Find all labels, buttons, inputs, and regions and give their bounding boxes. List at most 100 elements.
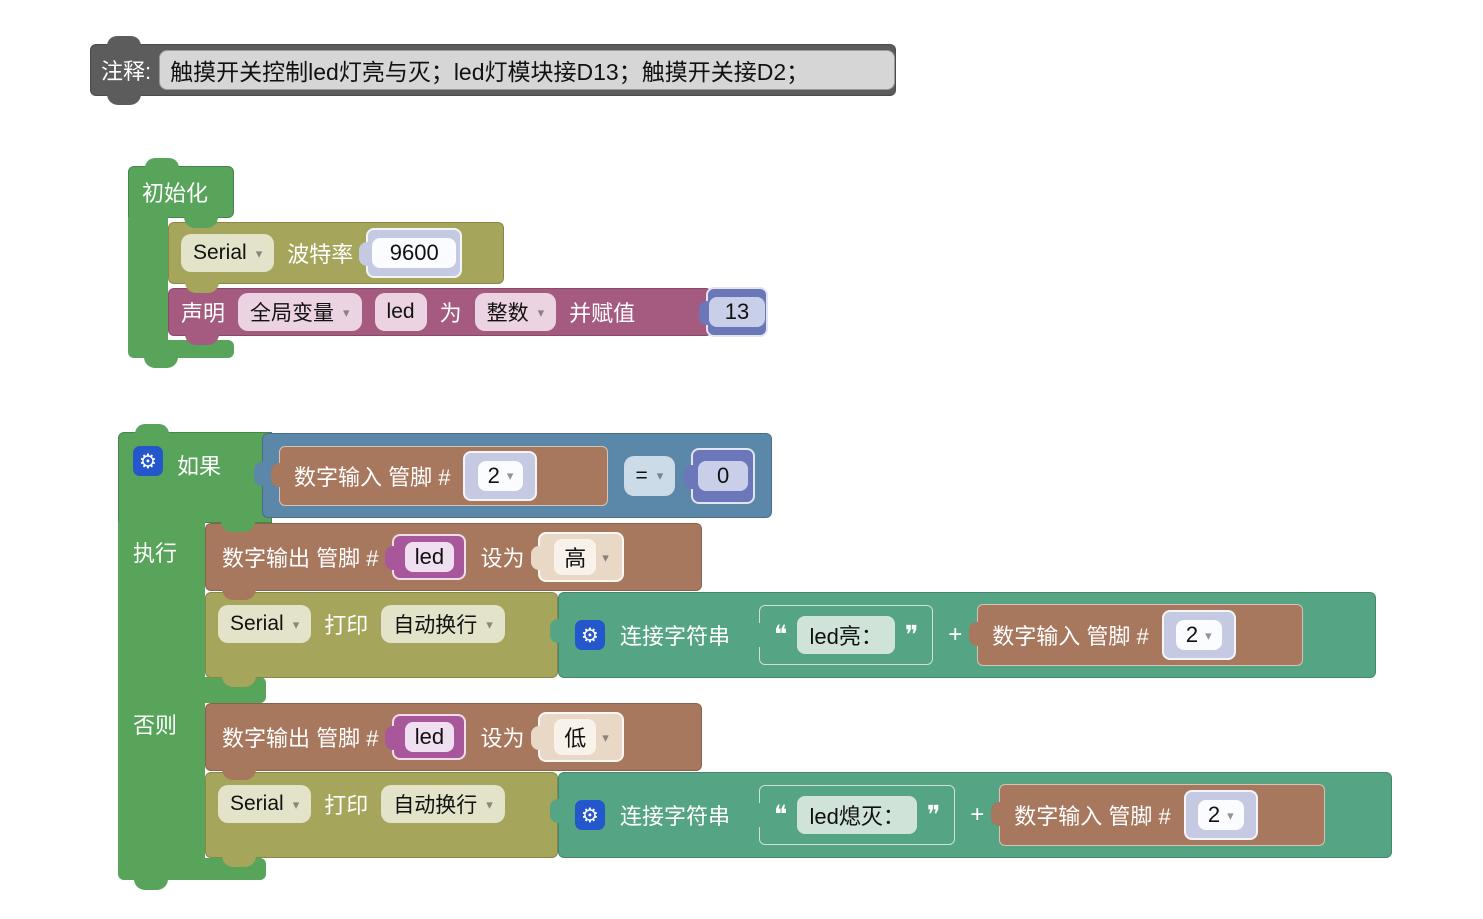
level-dropdown-block[interactable]: 高 ▾	[531, 532, 625, 582]
digital-read-block[interactable]: 数字输入 管脚 # 2 ▾	[991, 784, 1326, 846]
setup-block-header[interactable]: 初始化	[128, 158, 234, 218]
mutator-gear-icon[interactable]: ⚙	[133, 446, 163, 476]
output-connector	[751, 623, 762, 647]
string-block[interactable]: ❝ led熄灭： ❞	[751, 785, 956, 845]
baud-label: 波特率	[287, 242, 354, 267]
setup-title: 初始化	[142, 181, 209, 206]
serial-print-block[interactable]: Serial ▾ 打印 自动换行 ▾	[205, 772, 558, 867]
pin-dropdown-block[interactable]: 2 ▾	[463, 450, 538, 501]
serial-port-dropdown[interactable]: Serial ▾	[181, 234, 275, 272]
else-label: 否则	[133, 713, 178, 738]
digital-read-block[interactable]: 数字输入 管脚 # 2 ▾	[271, 445, 608, 506]
plus-label: +	[948, 621, 963, 648]
close-quote-icon: ❞	[904, 620, 919, 649]
output-connector	[531, 726, 542, 750]
variable-block[interactable]: led	[385, 714, 467, 760]
digital-read-label: 数字输入 管脚 #	[992, 624, 1149, 649]
dropdown-arrow-icon: ▾	[602, 549, 609, 565]
comment-block[interactable]: 注释: 触摸开关控制led灯亮与灭；led灯模块接D13；触摸开关接D2；	[90, 36, 896, 105]
assign-value-number-block[interactable]: 13	[699, 287, 768, 337]
logic-compare-block[interactable]: 数字输入 管脚 # 2 ▾ = ▾ 0	[254, 433, 772, 518]
prev-connector	[107, 36, 141, 46]
close-quote-icon: ❞	[926, 800, 941, 829]
output-connector	[359, 242, 370, 266]
do-label: 执行	[133, 541, 178, 566]
comment-text-field[interactable]: 触摸开关控制led灯亮与灭；led灯模块接D13；触摸开关接D2；	[159, 50, 895, 90]
print-label: 打印	[324, 793, 369, 818]
variable-name: led	[404, 722, 455, 752]
string-concat-block[interactable]: ⚙ 连接字符串 ❝ led亮： ❞ + 数字输入 管脚 # 2 ▾	[550, 592, 1376, 678]
assign-value-field[interactable]: 13	[709, 297, 765, 327]
level-dropdown-block[interactable]: 低 ▾	[531, 712, 625, 762]
declare-variable-block[interactable]: 声明 全局变量 ▾ led 为 整数 ▾ 并赋值	[168, 288, 712, 345]
output-connector	[254, 462, 264, 486]
next-connector	[222, 589, 256, 600]
operator-dropdown[interactable]: = ▾	[623, 455, 676, 496]
string-concat-block[interactable]: ⚙ 连接字符串 ❝ led熄灭： ❞ + 数字输入 管脚 # 2 ▾	[550, 772, 1392, 858]
scope-value: 全局变量	[250, 302, 335, 325]
digital-write-block[interactable]: 数字输出 管脚 # led 设为 低 ▾	[205, 703, 702, 780]
dropdown-arrow-icon: ▾	[1205, 627, 1212, 643]
prev-connector	[135, 424, 169, 434]
dropdown-arrow-icon: ▾	[292, 616, 300, 632]
variable-block[interactable]: led	[385, 534, 467, 580]
type-dropdown[interactable]: 整数 ▾	[474, 293, 557, 331]
output-connector	[751, 803, 762, 827]
string-block[interactable]: ❝ led亮： ❞	[751, 605, 934, 665]
output-connector	[271, 462, 281, 487]
serial-port-value: Serial	[193, 241, 247, 264]
serial-port-value: Serial	[230, 612, 284, 635]
output-connector	[531, 546, 542, 570]
statement-connector	[221, 521, 255, 532]
scope-dropdown[interactable]: 全局变量 ▾	[238, 293, 362, 331]
serial-baud-block[interactable]: Serial ▾ 波特率 9600	[168, 222, 504, 293]
open-quote-icon: ❝	[774, 620, 788, 649]
newline-dropdown[interactable]: 自动换行 ▾	[381, 785, 505, 823]
mutator-gear-icon[interactable]: ⚙	[575, 800, 605, 830]
output-connector	[699, 301, 709, 325]
next-connector	[185, 334, 219, 345]
statement-connector	[184, 217, 218, 228]
compare-value-field[interactable]: 0	[698, 460, 749, 491]
serial-print-block[interactable]: Serial ▾ 打印 自动换行 ▾	[205, 592, 558, 687]
if-block-header[interactable]: ⚙ 如果	[118, 424, 272, 523]
dropdown-arrow-icon: ▾	[602, 729, 609, 745]
newline-dropdown[interactable]: 自动换行 ▾	[381, 605, 505, 643]
digital-read-label: 数字输入 管脚 #	[294, 464, 451, 490]
mutator-gear-icon[interactable]: ⚙	[575, 620, 605, 650]
next-connector	[222, 769, 256, 780]
next-connector	[222, 856, 256, 867]
declare-label: 声明	[181, 301, 226, 326]
next-connector	[107, 94, 141, 105]
setup-block-footer	[128, 340, 234, 368]
string-field[interactable]: led亮：	[797, 616, 895, 654]
digital-read-block[interactable]: 数字输入 管脚 # 2 ▾	[969, 604, 1304, 666]
output-connector	[550, 619, 560, 643]
dropdown-arrow-icon: ▾	[486, 796, 493, 812]
serial-port-dropdown[interactable]: Serial ▾	[218, 605, 312, 643]
dropdown-arrow-icon: ▾	[656, 468, 664, 483]
dropdown-arrow-icon: ▾	[537, 304, 545, 320]
string-field[interactable]: led熄灭：	[797, 796, 917, 834]
pin-number: 2	[1185, 622, 1199, 647]
pin-value: 2 ▾	[477, 460, 524, 491]
pin-number: 2	[1207, 802, 1221, 827]
digital-write-label: 数字输出 管脚 #	[222, 546, 379, 571]
open-quote-icon: ❝	[774, 800, 788, 829]
next-connector	[144, 357, 178, 368]
compare-value-number-block[interactable]: 0	[684, 447, 755, 504]
digital-write-label: 数字输出 管脚 #	[222, 726, 379, 751]
baud-value-field[interactable]: 9600	[372, 238, 457, 268]
variable-name-field[interactable]: led	[374, 293, 427, 331]
pin-dropdown-block[interactable]: 2 ▾	[1161, 610, 1236, 660]
as-label: 为	[439, 301, 462, 326]
dropdown-arrow-icon: ▾	[255, 245, 263, 261]
digital-write-block[interactable]: 数字输出 管脚 # led 设为 高 ▾	[205, 523, 702, 600]
level-value: 低	[554, 719, 597, 755]
pin-dropdown-block[interactable]: 2 ▾	[1183, 790, 1258, 840]
baud-number-block[interactable]: 9600	[359, 228, 463, 278]
output-connector	[385, 726, 396, 750]
next-connector	[222, 676, 256, 687]
serial-port-dropdown[interactable]: Serial ▾	[218, 785, 312, 823]
